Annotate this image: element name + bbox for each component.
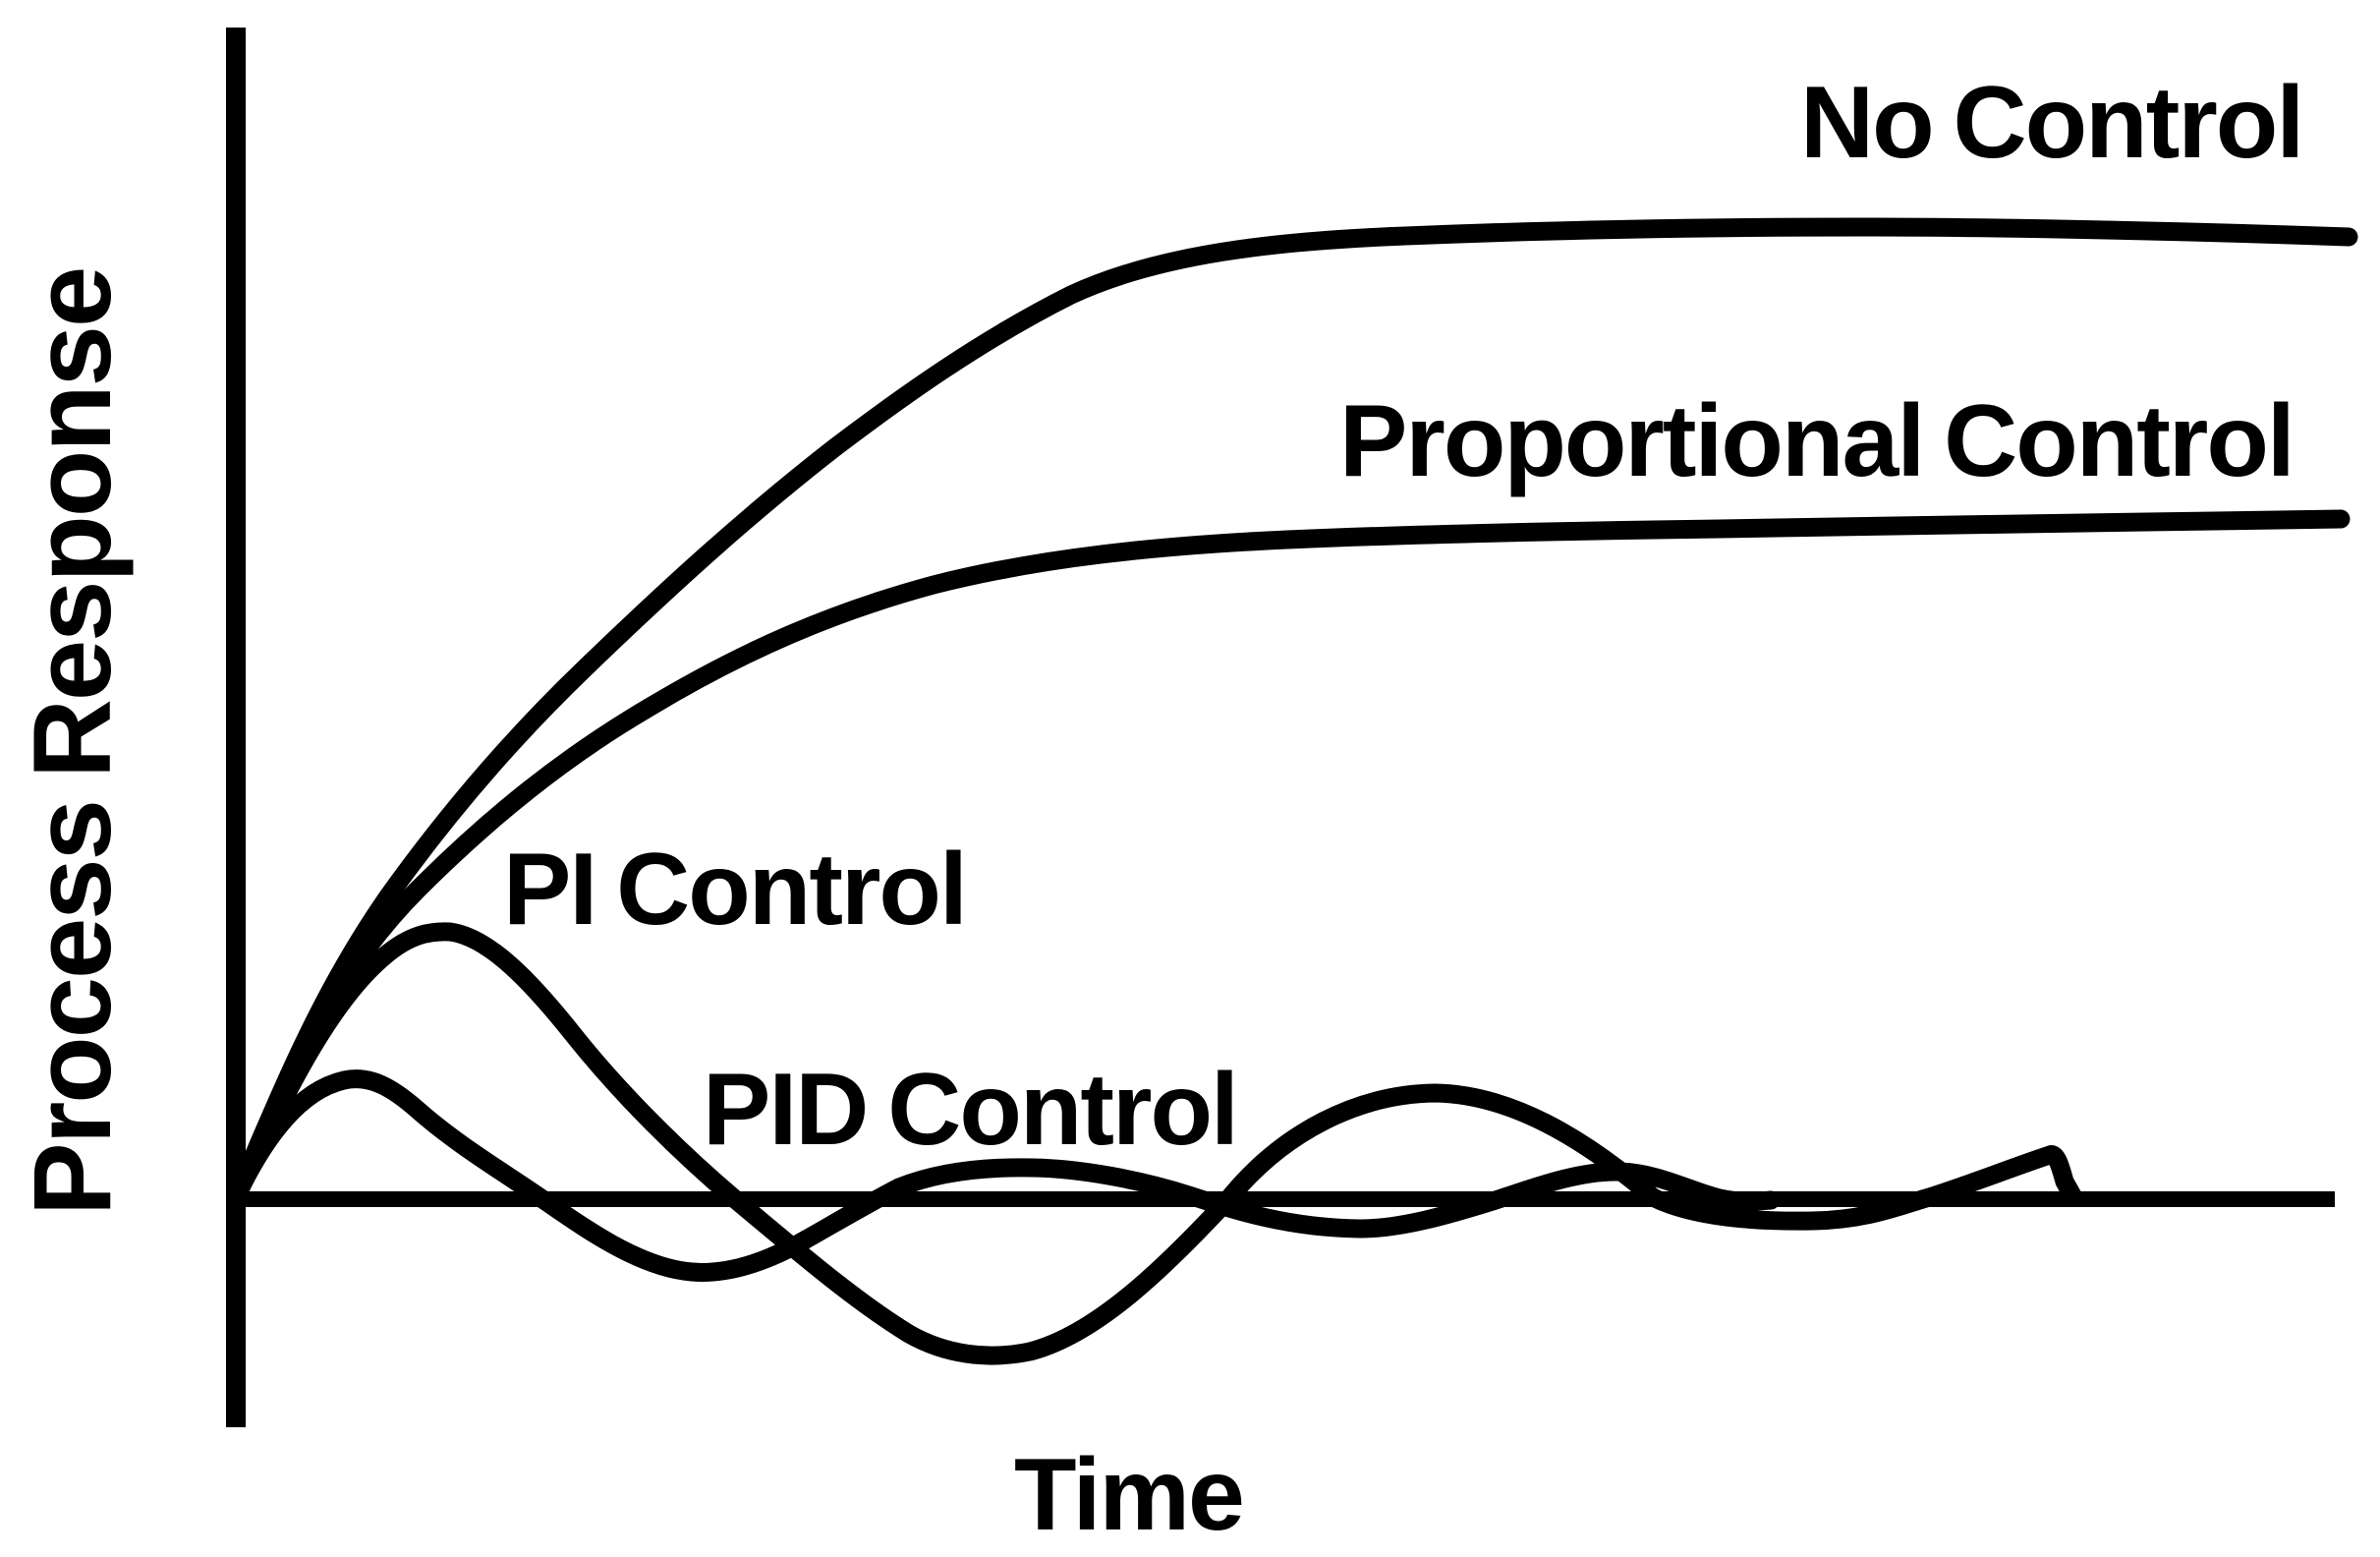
- no-control-curve: [231, 217, 2358, 1197]
- pid-control-label: PID Control: [703, 1053, 1237, 1167]
- x-axis-label: Time: [1014, 1438, 1243, 1552]
- pid-control-curve: [231, 1069, 1781, 1282]
- proportional-control-label: Proportional Control: [1339, 384, 2294, 498]
- y-axis-label: Process Response: [11, 268, 134, 1216]
- no-control-label: No Control: [1800, 66, 2302, 180]
- proportional-control-curve: [231, 509, 2351, 1197]
- pi-control-curve: [231, 922, 2083, 1365]
- pi-control-label: PI Control: [503, 833, 966, 947]
